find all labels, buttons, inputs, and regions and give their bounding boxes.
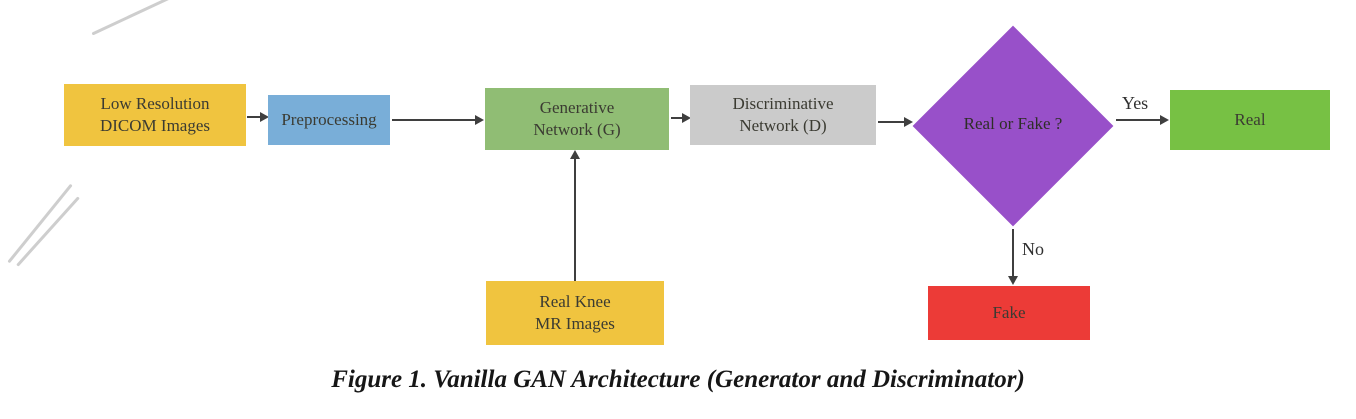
arrow-realknee-to-generator: [570, 150, 580, 281]
node-label: Low Resolution: [100, 93, 210, 113]
node-fake: Fake: [928, 286, 1090, 340]
node-label: Preprocessing: [281, 109, 377, 129]
node-low-resolution-dicom-images: Low Resolution DICOM Images: [64, 84, 246, 146]
node-label: Real Knee: [539, 291, 611, 311]
edge-label-no: No: [1022, 239, 1044, 259]
arrow-discriminator-to-decision: [878, 117, 913, 127]
watermark-stroke: [16, 196, 80, 267]
node-label: MR Images: [535, 314, 615, 333]
watermark-stroke: [91, 0, 173, 36]
node-label: Discriminative: [732, 93, 834, 113]
arrow-lowres-to-preprocessing: [247, 112, 269, 122]
node-label: Generative: [539, 97, 615, 117]
node-label: Fake: [992, 302, 1026, 322]
decision-label: Real or Fake ?: [963, 114, 1063, 133]
watermark-stroke: [7, 183, 73, 264]
node-real-knee-mr-images: Real Knee MR Images: [486, 281, 664, 345]
node-label: Network (D): [739, 116, 827, 135]
figure-caption: Figure 1. Vanilla GAN Architecture (Gene…: [331, 366, 1025, 393]
edge-label-yes: Yes: [1122, 93, 1149, 113]
node-label: DICOM Images: [99, 116, 210, 135]
arrow-preprocessing-to-generator: [392, 115, 484, 125]
node-discriminative-network: Discriminative Network (D): [690, 85, 876, 145]
node-label: Real: [1234, 109, 1266, 129]
node-generative-network: Generative Network (G): [485, 88, 669, 150]
arrow-generator-to-discriminator: [671, 113, 691, 123]
node-label: Network (G): [533, 120, 621, 139]
node-real: Real: [1170, 90, 1330, 150]
node-preprocessing: Preprocessing: [268, 95, 390, 145]
arrow-decision-to-fake: [1008, 229, 1018, 285]
arrow-decision-to-real: [1116, 115, 1169, 125]
